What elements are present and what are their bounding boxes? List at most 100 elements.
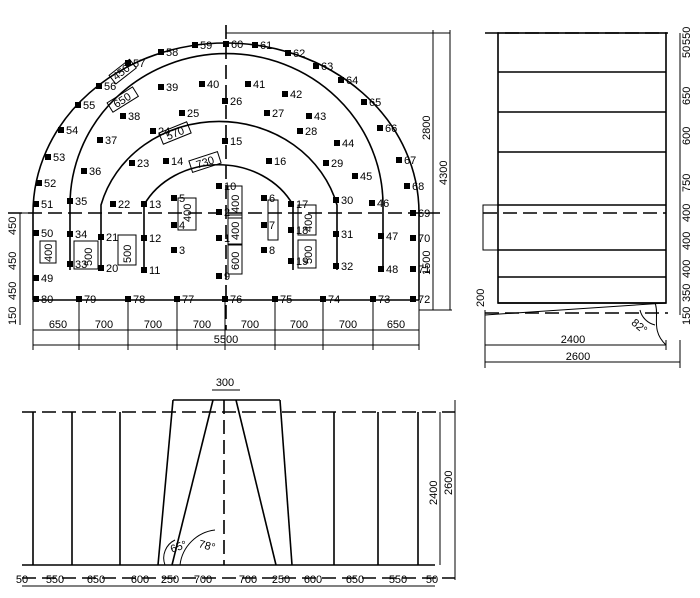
- hole-label-32: 32: [341, 261, 353, 273]
- angle-label: 78°: [197, 538, 216, 554]
- ring-3: [100, 120, 338, 270]
- blast-hole-69: [410, 210, 416, 216]
- dim-label: 600: [131, 574, 149, 586]
- hole-label-56: 56: [104, 81, 116, 93]
- hole-label-41: 41: [253, 79, 265, 91]
- blast-hole-78: [125, 296, 131, 302]
- hole-label-69: 69: [418, 208, 430, 220]
- blast-hole-40: [199, 81, 205, 87]
- hole-label-47: 47: [386, 231, 398, 243]
- hole-label-55: 55: [83, 100, 95, 112]
- hole-label-58: 58: [166, 47, 178, 59]
- total-width-label: 5500: [214, 334, 238, 346]
- hole-label-61: 61: [260, 40, 272, 52]
- blast-hole-29: [323, 160, 329, 166]
- blast-hole-5: [171, 195, 177, 201]
- blast-hole-79: [76, 296, 82, 302]
- hole-label-19: 19: [296, 256, 308, 268]
- blast-hole-68: [404, 183, 410, 189]
- blast-hole-54: [58, 127, 64, 133]
- blast-hole-25: [179, 110, 185, 116]
- dim-label: 400: [230, 195, 242, 213]
- dim-label: 600: [304, 574, 322, 586]
- blast-hole-22: [110, 201, 116, 207]
- hole-label-70: 70: [418, 233, 430, 245]
- dim-label: 700: [193, 319, 211, 331]
- hole-label-54: 54: [66, 125, 78, 137]
- hole-label-60: 60: [231, 39, 243, 51]
- hole-label-50: 50: [41, 228, 53, 240]
- charge-box: [106, 86, 140, 113]
- dim-label: 600: [681, 127, 693, 145]
- blast-hole-9: [216, 273, 222, 279]
- charge-box: [39, 240, 57, 264]
- blast-hole-43: [306, 113, 312, 119]
- ring-2: [143, 164, 294, 270]
- blast-hole-32: [333, 263, 339, 269]
- blast-hole-10: [216, 183, 222, 189]
- blast-hole-80: [33, 296, 39, 302]
- hole-label-79: 79: [84, 294, 96, 306]
- dim-label: 600: [230, 252, 242, 270]
- blast-hole-47: [378, 233, 384, 239]
- charge-box: [73, 240, 99, 270]
- charge-box: [267, 199, 279, 241]
- dim-label: 700: [339, 319, 357, 331]
- hole-label-74: 74: [328, 294, 340, 306]
- charge-boxes: [39, 58, 317, 275]
- hole-label-1: 1: [224, 233, 230, 245]
- dim-label: 250: [161, 574, 179, 586]
- dim-label: 150: [7, 307, 19, 325]
- blast-hole-35: [67, 198, 73, 204]
- hole-label-67: 67: [404, 155, 416, 167]
- hole-label-38: 38: [128, 111, 140, 123]
- hole-label-34: 34: [75, 229, 87, 241]
- blast-hole-72: [410, 296, 416, 302]
- dim-label: 2600: [443, 471, 455, 495]
- blast-hole-12: [141, 235, 147, 241]
- dim-label: 700: [290, 319, 308, 331]
- hole-label-14: 14: [171, 156, 183, 168]
- hole-label-37: 37: [105, 135, 117, 147]
- dim-label: 450: [7, 217, 19, 235]
- dim-label: 550: [681, 27, 693, 45]
- blast-hole-26: [222, 98, 228, 104]
- left-dimension-chain: 450 450 450 150: [7, 213, 21, 325]
- hole-label-31: 31: [341, 229, 353, 241]
- hole-label-59: 59: [200, 40, 212, 52]
- hole-label-6: 6: [269, 193, 275, 205]
- dim-label: 700: [241, 319, 259, 331]
- hole-label-4: 4: [179, 220, 185, 232]
- dim-label: 550: [46, 574, 64, 586]
- dim-label: 4300: [438, 161, 450, 185]
- hole-label-8: 8: [269, 245, 275, 257]
- hole-label-65: 65: [369, 97, 381, 109]
- blast-hole-36: [81, 168, 87, 174]
- blast-hole-15: [222, 138, 228, 144]
- dim-label: 550: [389, 574, 407, 586]
- hole-label-43: 43: [314, 111, 326, 123]
- blast-hole-39: [158, 84, 164, 90]
- inner-dimension-labels: 400 500 500 400 400 400 600 400 500: [43, 195, 315, 270]
- dim-label: 400: [230, 222, 242, 240]
- blast-hole-28: [297, 128, 303, 134]
- blast-hole-45: [352, 173, 358, 179]
- dim-label: 2800: [421, 116, 433, 140]
- hole-label-17: 17: [296, 199, 308, 211]
- hole-label-72: 72: [418, 294, 430, 306]
- blast-hole-75: [272, 296, 278, 302]
- dim-label: 150: [681, 307, 693, 325]
- blast-hole-66: [377, 125, 383, 131]
- hole-label-24: 24: [158, 126, 170, 138]
- charge-box: [188, 151, 222, 173]
- blast-hole-51: [33, 201, 39, 207]
- blast-hole-23: [129, 160, 135, 166]
- hole-label-51: 51: [41, 199, 53, 211]
- blast-hole-24: [150, 128, 156, 134]
- blast-hole-42: [282, 91, 288, 97]
- hole-label-62: 62: [293, 48, 305, 60]
- blast-hole-58: [158, 49, 164, 55]
- hole-label-48: 48: [386, 264, 398, 276]
- blast-hole-20: [98, 265, 104, 271]
